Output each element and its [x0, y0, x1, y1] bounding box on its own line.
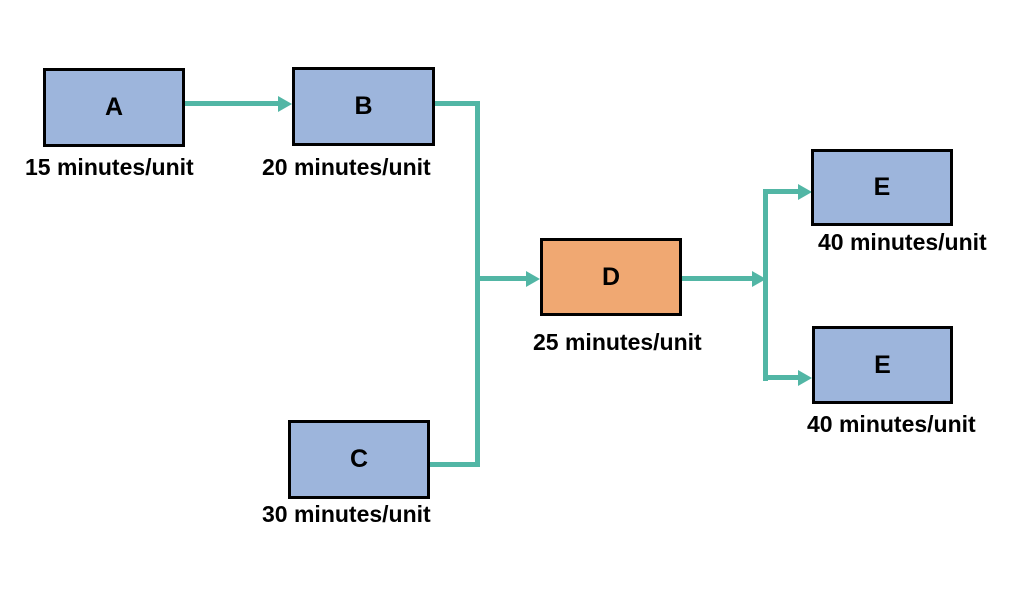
process-box-d: D	[540, 238, 682, 316]
rate-label-e-top: 40 minutes/unit	[818, 229, 987, 255]
process-box-b-label: B	[354, 92, 373, 120]
arrowhead-into-e-top-icon	[798, 184, 812, 200]
rate-label-c: 30 minutes/unit	[262, 501, 431, 527]
process-box-a-label: A	[104, 93, 124, 121]
process-box-e-bottom-label: E	[874, 350, 891, 379]
rate-label-d: 25 minutes/unit	[533, 329, 702, 355]
arrowhead-into-b-icon	[278, 96, 292, 112]
connector-split-to-e-top	[763, 189, 799, 194]
process-box-d-label: D	[601, 262, 621, 291]
rate-label-e-bottom: 40 minutes/unit	[807, 411, 976, 437]
arrowhead-into-e-bottom-icon	[798, 370, 812, 386]
connector-junction-to-d	[475, 276, 527, 281]
connector-d-to-split	[682, 276, 753, 281]
connector-c-to-junction	[430, 462, 480, 467]
process-box-c: C	[288, 420, 430, 499]
connector-trunk-b-c	[475, 101, 480, 467]
process-box-a: A	[43, 68, 185, 147]
process-box-b: B	[292, 67, 435, 146]
connector-split-to-e-bottom	[763, 375, 799, 380]
process-box-e-top-label: E	[873, 173, 891, 201]
process-box-c-label: C	[349, 445, 369, 473]
arrowhead-into-d-icon	[526, 271, 540, 287]
connector-a-to-b	[185, 101, 279, 106]
rate-label-b: 20 minutes/unit	[262, 154, 431, 180]
rate-label-a: 15 minutes/unit	[25, 154, 194, 180]
process-box-e-top: E	[811, 149, 953, 226]
process-box-e-bottom: E	[812, 326, 953, 404]
connector-b-to-junction	[435, 101, 480, 106]
arrowhead-into-split-icon	[752, 271, 766, 287]
